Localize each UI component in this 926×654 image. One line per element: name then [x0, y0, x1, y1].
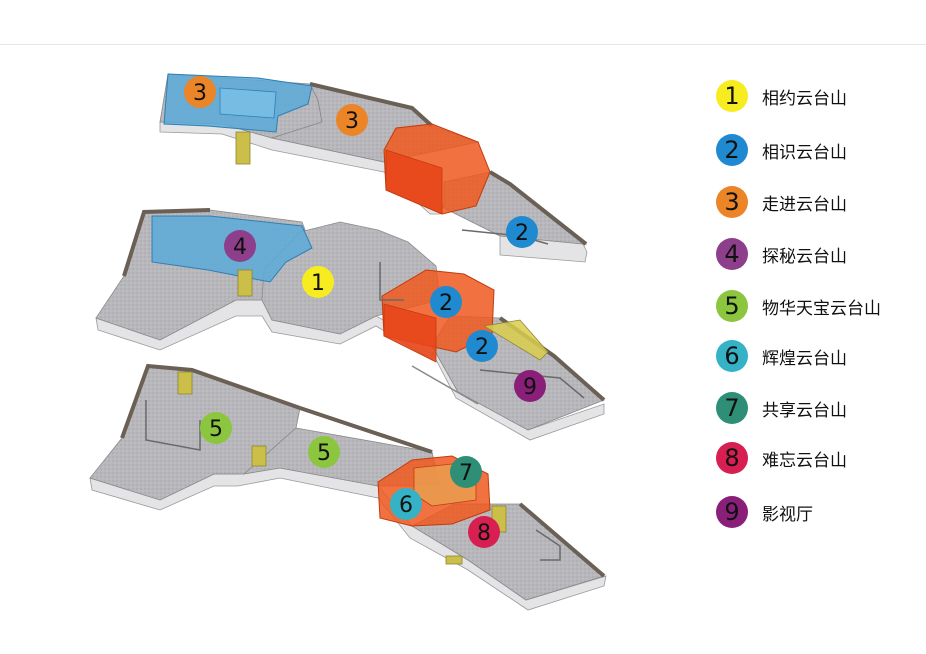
bottom-yellow-block — [251, 445, 267, 467]
bottom-yellow-step — [445, 555, 463, 565]
bottom-floor-backwall-east — [518, 502, 606, 578]
middle-floor — [95, 208, 606, 441]
legend-item-3: 3 走进云台山 — [716, 184, 847, 220]
middle-inner-walls-east — [479, 369, 585, 399]
bottom-floor-backwall — [120, 363, 301, 439]
bottom-floor-backwall-corridor — [299, 406, 433, 454]
legend-badge: 8 — [716, 442, 748, 474]
top-floor-backwall-east — [488, 170, 588, 246]
marker-2: 2 — [430, 286, 462, 318]
bottom-stair-core — [177, 371, 193, 395]
marker-2: 2 — [506, 216, 538, 248]
middle-handrail — [411, 365, 479, 405]
top-orange-zone-face — [385, 149, 443, 215]
marker-number: 2 — [515, 221, 529, 246]
legend-badge: 2 — [716, 134, 748, 166]
marker-circle — [430, 286, 462, 318]
marker-number: 5 — [209, 417, 223, 442]
marker-7: 7 — [450, 456, 482, 488]
top-floor-backwall — [309, 82, 434, 128]
legend-label: 走进云台山 — [762, 194, 847, 215]
legend-label: 难忘云台山 — [762, 450, 847, 471]
marker-circle — [224, 230, 256, 262]
marker-number: 3 — [345, 109, 359, 134]
marker-number: 9 — [523, 375, 537, 400]
middle-inner-walls — [379, 262, 404, 301]
legend-item-2: 2 相识云台山 — [716, 132, 847, 168]
marker-circle — [468, 516, 500, 548]
marker-number: 7 — [459, 461, 473, 486]
legend-label: 影视厅 — [762, 504, 813, 525]
marker-2: 2 — [466, 330, 498, 362]
marker-1: 1 — [302, 266, 334, 298]
top-frame — [0, 0, 926, 44]
marker-circle — [506, 216, 538, 248]
marker-circle — [308, 436, 340, 468]
marker-3: 3 — [336, 104, 368, 136]
marker-5: 5 — [308, 436, 340, 468]
marker-number: 2 — [439, 291, 453, 316]
legend-badge: 1 — [716, 80, 748, 112]
marker-number: 2 — [475, 335, 489, 360]
middle-floor-backwall — [122, 208, 211, 277]
marker-6: 6 — [390, 488, 422, 520]
legend-badge: 7 — [716, 392, 748, 424]
bottom-floor — [89, 363, 607, 611]
marker-circle — [466, 330, 498, 362]
marker-number: 6 — [399, 493, 413, 518]
top-stair-core — [235, 131, 251, 165]
legend-badge: 4 — [716, 238, 748, 270]
legend-item-7: 7 共享云台山 — [716, 390, 847, 426]
top-frame-line — [0, 44, 926, 45]
marker-9: 9 — [514, 370, 546, 402]
top-blue-zone-room — [219, 87, 277, 119]
legend-badge: 6 — [716, 340, 748, 372]
legend-item-1: 1 相约云台山 — [716, 78, 847, 114]
bottom-inner-walls-east — [535, 529, 561, 561]
legend-badge: 9 — [716, 496, 748, 528]
marker-number: 8 — [477, 521, 491, 546]
marker-number: 1 — [311, 271, 325, 296]
legend-item-4: 4 探秘云台山 — [716, 236, 847, 272]
marker-circle — [450, 456, 482, 488]
legend-label: 相识云台山 — [762, 142, 847, 163]
legend-label: 探秘云台山 — [762, 246, 847, 267]
marker-8: 8 — [468, 516, 500, 548]
legend-badge: 5 — [716, 290, 748, 322]
legend-item-5: 5 物华天宝云台山 — [716, 288, 881, 324]
marker-number: 4 — [233, 235, 247, 260]
middle-orange-zone-face — [383, 303, 437, 363]
legend-item-8: 8 难忘云台山 — [716, 440, 847, 476]
marker-number: 3 — [193, 81, 207, 106]
marker-number: 5 — [317, 441, 331, 466]
marker-circle — [336, 104, 368, 136]
legend-badge: 3 — [716, 186, 748, 218]
bottom-frame — [0, 646, 926, 654]
legend-item-9: 9 影视厅 — [716, 494, 813, 530]
marker-4: 4 — [224, 230, 256, 262]
marker-3: 3 — [184, 76, 216, 108]
legend-label: 辉煌云台山 — [762, 348, 847, 369]
marker-5: 5 — [200, 412, 232, 444]
middle-stair-core — [237, 269, 253, 297]
marker-circle — [514, 370, 546, 402]
marker-circle — [390, 488, 422, 520]
bottom-inner-walls — [145, 400, 201, 451]
middle-yellow-ramp — [482, 319, 549, 361]
marker-circle — [302, 266, 334, 298]
marker-circle — [200, 412, 232, 444]
legend-label: 相约云台山 — [762, 88, 847, 109]
legend-item-6: 6 辉煌云台山 — [716, 338, 847, 374]
legend-label: 物华天宝云台山 — [762, 298, 881, 319]
legend-label: 共享云台山 — [762, 400, 847, 421]
marker-circle — [184, 76, 216, 108]
